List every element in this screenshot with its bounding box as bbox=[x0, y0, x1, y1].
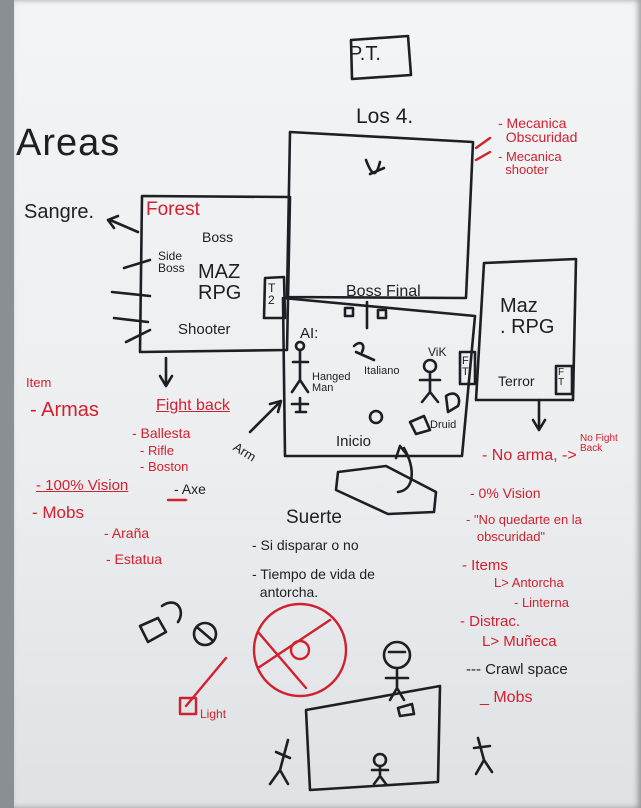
left-room-outline bbox=[138, 194, 292, 354]
header-box-label: P.T. bbox=[349, 43, 381, 65]
top-room-outline bbox=[285, 130, 475, 300]
note-distrac: - Distrac. bbox=[460, 613, 520, 630]
bottom-platform bbox=[304, 684, 442, 792]
note-rifle: - Rifle bbox=[140, 443, 174, 458]
top-room-title: Los 4. bbox=[356, 105, 414, 128]
center-door bbox=[458, 350, 477, 386]
note-mobs: - Mobs bbox=[32, 503, 84, 522]
note-linterna: - Linterna bbox=[514, 595, 569, 610]
left-room-rpg: MAZ RPG bbox=[198, 261, 242, 304]
suerte-title: Suerte bbox=[286, 507, 342, 528]
center-room-inicio: Inicio bbox=[336, 433, 372, 450]
center-room-hanged-man: Hanged Man bbox=[312, 371, 351, 394]
light-label: Light bbox=[200, 707, 227, 721]
header-box bbox=[349, 34, 413, 81]
left-room-title: Forest bbox=[146, 199, 200, 220]
right-door bbox=[554, 364, 574, 396]
note-items: - Items bbox=[462, 557, 508, 574]
note-no-quedarte: - "No quedarte en la obscuridad" bbox=[466, 512, 582, 544]
right-room-outline bbox=[474, 257, 578, 402]
note-fight-back: Fight back bbox=[156, 397, 230, 414]
left-room-boss: Boss bbox=[202, 229, 234, 245]
top-room-arrow-icon bbox=[364, 158, 386, 176]
suerte-line1: - Si disparar o no bbox=[252, 537, 359, 553]
center-room-italiano: Italiano bbox=[364, 365, 400, 377]
center-room-boss-final: Boss Final bbox=[346, 283, 421, 300]
note-muneca: L> Muñeca bbox=[482, 633, 557, 650]
left-room-door-label: T 2 bbox=[268, 281, 276, 307]
right-room-door-label: F T bbox=[558, 367, 565, 388]
note-mecanica-1: - Mecanica Obscuridad bbox=[498, 115, 578, 145]
right-room-terror: Terror bbox=[498, 373, 535, 389]
sangre-label: Sangre. bbox=[24, 201, 95, 223]
entrance-arrow-icon bbox=[394, 444, 413, 494]
note-no-arma: - No arma, -> bbox=[482, 447, 577, 464]
note-boston: - Boston bbox=[140, 459, 189, 474]
center-room-ai: AI: bbox=[300, 325, 319, 342]
note-axe: - Axe bbox=[174, 481, 206, 497]
center-room-door-label: F T bbox=[462, 355, 469, 378]
note-estatua: - Estatua bbox=[106, 551, 163, 567]
note-crawl-space: --- Crawl space bbox=[466, 661, 568, 678]
center-room-vik: ViK bbox=[428, 345, 447, 359]
center-room-druid: Druid bbox=[430, 419, 457, 431]
center-boss-markers bbox=[343, 300, 388, 330]
left-door bbox=[262, 275, 287, 320]
note-ballesta: - Ballesta bbox=[132, 425, 191, 441]
note-mobs-right: _ Mobs bbox=[480, 689, 533, 706]
note-armas: - Armas bbox=[30, 399, 99, 421]
note-item: Item bbox=[26, 375, 52, 390]
note-no-fight-back: No Fight Back bbox=[580, 433, 618, 454]
left-room-side-boss: Side Boss bbox=[158, 249, 185, 275]
entrance-bubble bbox=[334, 464, 438, 516]
note-mecanica-2: - Mecanica shooter bbox=[498, 149, 562, 177]
right-room-rpg: Maz . RPG bbox=[500, 295, 555, 338]
left-room-shooter: Shooter bbox=[178, 321, 231, 338]
note-vision: - 100% Vision bbox=[36, 477, 129, 494]
note-antorcha: L> Antorcha bbox=[494, 575, 564, 590]
note-vision-0: - 0% Vision bbox=[470, 485, 541, 501]
areas-title: Areas bbox=[16, 122, 121, 164]
center-room-outline bbox=[281, 296, 477, 458]
red-light-circle bbox=[252, 602, 348, 698]
suerte-line2: - Tiempo de vida de antorcha. bbox=[252, 566, 375, 600]
note-arania: - Araña bbox=[104, 525, 150, 541]
